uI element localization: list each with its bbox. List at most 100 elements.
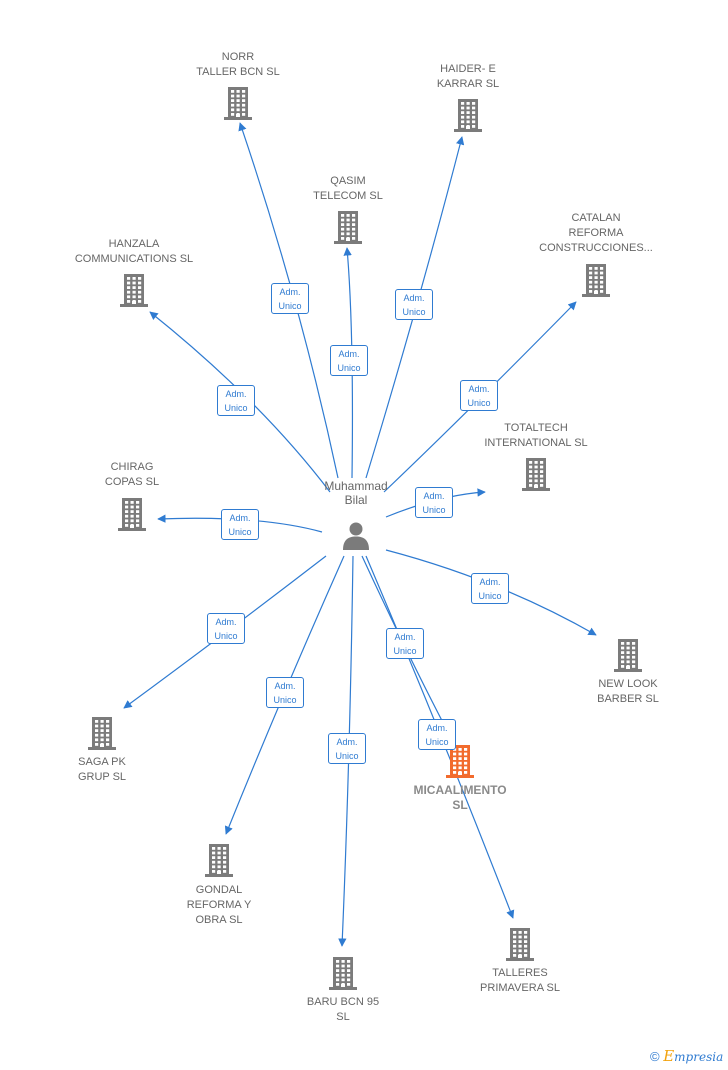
- company-node-hanzala[interactable]: [118, 272, 150, 313]
- company-label-line: PRIMAVERA SL: [480, 982, 560, 994]
- company-label-newlook[interactable]: NEW LOOK BARBER SL: [597, 677, 659, 707]
- role-badge-norr: Adm. Unico: [271, 283, 309, 314]
- company-label-hanzala[interactable]: HANZALA COMMUNICATIONS SL: [75, 237, 193, 267]
- company-node-baru[interactable]: [327, 955, 359, 996]
- company-label-norr[interactable]: NORR TALLER BCN SL: [196, 50, 280, 80]
- company-label-saga[interactable]: SAGA PK GRUP SL: [78, 755, 126, 785]
- company-label-line: REFORMA: [568, 227, 624, 239]
- company-label-line: COMMUNICATIONS SL: [74, 253, 194, 265]
- company-node-newlook[interactable]: [612, 637, 644, 678]
- company-label-line: NEW LOOK: [598, 678, 658, 690]
- role-badge-catalan: Adm.Unico: [460, 380, 498, 411]
- role-badge-gondal: Adm. Unico: [266, 677, 304, 708]
- role-badge-text: Adm.: [338, 349, 360, 359]
- building-icon: [446, 745, 474, 778]
- company-node-norr[interactable]: [222, 85, 254, 126]
- company-label-line: TALLER BCN SL: [196, 66, 280, 78]
- company-node-haider[interactable]: [452, 97, 484, 138]
- company-label-line: TELECOM SL: [313, 190, 383, 202]
- copyright-icon: ©: [650, 1049, 660, 1064]
- company-label-line: SAGA PK: [78, 756, 126, 768]
- role-badge-text: Adm.: [279, 287, 301, 297]
- role-badge-text: Unico: [214, 631, 238, 641]
- company-label-line: REFORMA Y: [186, 899, 252, 911]
- company-label-line: MICAALIMENTO: [413, 783, 507, 797]
- company-node-qasim[interactable]: [332, 209, 364, 250]
- role-badge-totaltech: Adm. Unico: [415, 487, 453, 518]
- role-badge-text: Adm.: [394, 632, 416, 642]
- role-badge-hanzala: Adm.Unico: [217, 385, 255, 416]
- company-label-line: BARBER SL: [597, 693, 659, 705]
- role-badge-text: Adm.: [468, 384, 490, 394]
- company-label-line: GONDAL: [195, 884, 243, 896]
- role-badge-text: Unico: [422, 505, 446, 515]
- role-badge-text: Unico: [402, 307, 426, 317]
- role-badge-text: Unico: [393, 646, 417, 656]
- person-name-line: Bilal: [344, 493, 368, 507]
- role-badge-text: Adm.: [479, 577, 501, 587]
- role-badge-text: Adm.: [423, 491, 445, 501]
- role-badge-text: Adm.: [229, 513, 251, 523]
- company-label-line: NORR: [221, 51, 255, 63]
- role-badge-text: Unico: [224, 403, 248, 413]
- company-label-line: HAIDER- E: [440, 63, 496, 75]
- role-badge-haider: Adm. Unico: [395, 289, 433, 320]
- empresia-logo[interactable]: Empresia: [663, 1047, 724, 1065]
- role-badge-text: Adm.: [274, 681, 296, 691]
- building-icon: [614, 639, 642, 672]
- building-icon: [88, 717, 116, 750]
- company-label-line: TALLERES: [492, 967, 548, 979]
- company-label-line: SL: [452, 798, 468, 812]
- role-badge-text: Unico: [337, 363, 361, 373]
- role-badge-newlook: Adm. Unico: [471, 573, 509, 604]
- role-badge-text: Unico: [273, 695, 297, 705]
- company-node-gondal[interactable]: [203, 842, 235, 883]
- role-badge-text: Adm.: [403, 293, 425, 303]
- role-badge-text: Unico: [228, 527, 252, 537]
- company-label-baru[interactable]: BARU BCN 95 SL: [307, 995, 379, 1025]
- role-badge-text: Unico: [278, 301, 302, 311]
- role-badge-text: Unico: [335, 751, 359, 761]
- company-node-saga[interactable]: [86, 715, 118, 756]
- company-label-line: KARRAR SL: [436, 78, 500, 90]
- role-badge-saga: Adm. Unico: [207, 613, 245, 644]
- company-label-gondal[interactable]: GONDAL REFORMA Y OBRA SL: [187, 883, 252, 928]
- building-icon: [506, 928, 534, 961]
- role-badge-text: Unico: [478, 591, 502, 601]
- company-label-line: HANZALA: [108, 238, 160, 250]
- role-badge-chirag: Adm. Unico: [221, 509, 259, 540]
- company-label-line: CHIRAG: [110, 461, 154, 473]
- building-icon: [205, 844, 233, 877]
- company-node-talleres[interactable]: [504, 926, 536, 967]
- role-badge-text: Adm.: [426, 723, 448, 733]
- role-badge-text: Adm.: [336, 737, 358, 747]
- role-badge-micaalimento: Adm. Unico: [386, 628, 424, 659]
- building-icon: [582, 264, 610, 297]
- person-name-line: Muhammad: [324, 479, 388, 493]
- company-node-totaltech[interactable]: [520, 456, 552, 497]
- role-badge-text: Adm.: [215, 617, 237, 627]
- copyright-footer: © Empresia: [650, 1047, 723, 1065]
- company-label-talleres[interactable]: TALLERES PRIMAVERA SL: [480, 966, 560, 996]
- company-label-line: GRUP SL: [77, 771, 127, 783]
- person-icon[interactable]: [341, 520, 371, 550]
- company-label-line: SL: [336, 1011, 350, 1023]
- company-node-catalan[interactable]: [580, 262, 612, 303]
- company-label-haider[interactable]: HAIDER- E KARRAR SL: [437, 62, 499, 92]
- company-label-line: OBRA SL: [195, 914, 243, 926]
- building-icon: [118, 498, 146, 531]
- company-label-line: TOTALTECH: [504, 422, 568, 434]
- role-badge-baru: Adm. Unico: [328, 733, 366, 764]
- building-icon: [224, 87, 252, 120]
- company-label-line: CONSTRUCCIONES...: [539, 242, 653, 254]
- company-node-micaalimento[interactable]: [444, 743, 476, 784]
- company-node-chirag[interactable]: [116, 496, 148, 537]
- building-icon: [522, 458, 550, 491]
- company-label-line: BARU BCN 95: [306, 996, 380, 1008]
